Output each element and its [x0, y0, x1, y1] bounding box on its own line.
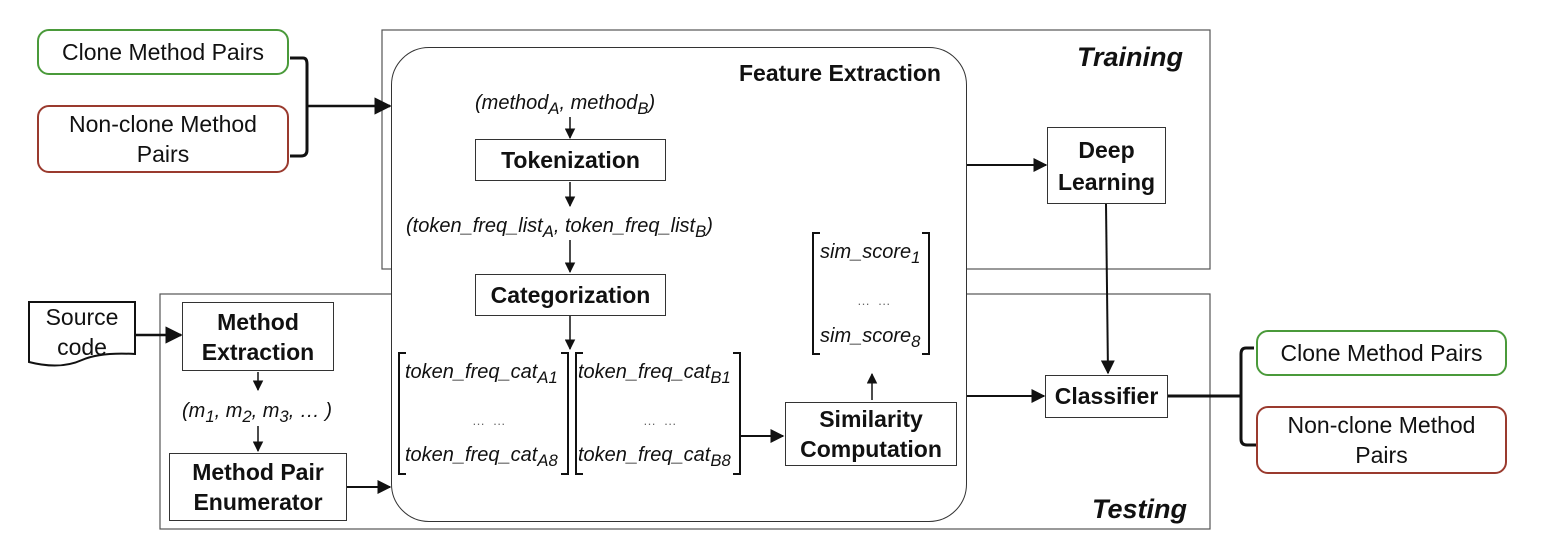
output-clone-pairs: Clone Method Pairs: [1256, 330, 1507, 376]
matrix-a-bottom: token_freq_catA8: [405, 444, 558, 470]
source-code-label: Source code: [45, 304, 119, 360]
matrix-b-bottom: token_freq_catB8: [578, 444, 731, 470]
input-nonclone-pairs: Non-clone Method Pairs: [37, 105, 289, 173]
token-lists-label: (token_freq_listA, token_freq_listB): [406, 215, 713, 241]
matrix-b-top: token_freq_catB1: [578, 361, 731, 387]
similarity-computation-box: Similarity Computation: [785, 402, 957, 466]
sim-score-dots: … …: [857, 293, 893, 308]
testing-title: Testing: [1092, 494, 1188, 524]
methods-list-label: (m1, m2, m3, … ): [182, 400, 333, 426]
matrix-a-top: token_freq_catA1: [405, 361, 558, 387]
method-extraction-box: Method Extraction: [182, 302, 334, 371]
method-pair-label: (methodA, methodB): [475, 92, 656, 118]
sim-score-bottom: sim_score8: [820, 325, 921, 351]
source-code-document: [28, 301, 136, 367]
sim-score-top: sim_score1: [820, 241, 921, 267]
method-pair-enumerator-box: Method Pair Enumerator: [169, 453, 347, 521]
input-clone-pairs: Clone Method Pairs: [37, 29, 289, 75]
training-title: Training: [1077, 42, 1184, 72]
classifier-box: Classifier: [1045, 375, 1168, 418]
matrix-b-dots: … …: [643, 413, 679, 428]
tokenization-box: Tokenization: [475, 139, 666, 181]
matrix-a-dots: … …: [472, 413, 508, 428]
categorization-box: Categorization: [475, 274, 666, 316]
output-nonclone-pairs: Non-clone Method Pairs: [1256, 406, 1507, 474]
feature-extraction-title: Feature Extraction: [739, 60, 941, 86]
deep-learning-box: Deep Learning: [1047, 127, 1166, 204]
